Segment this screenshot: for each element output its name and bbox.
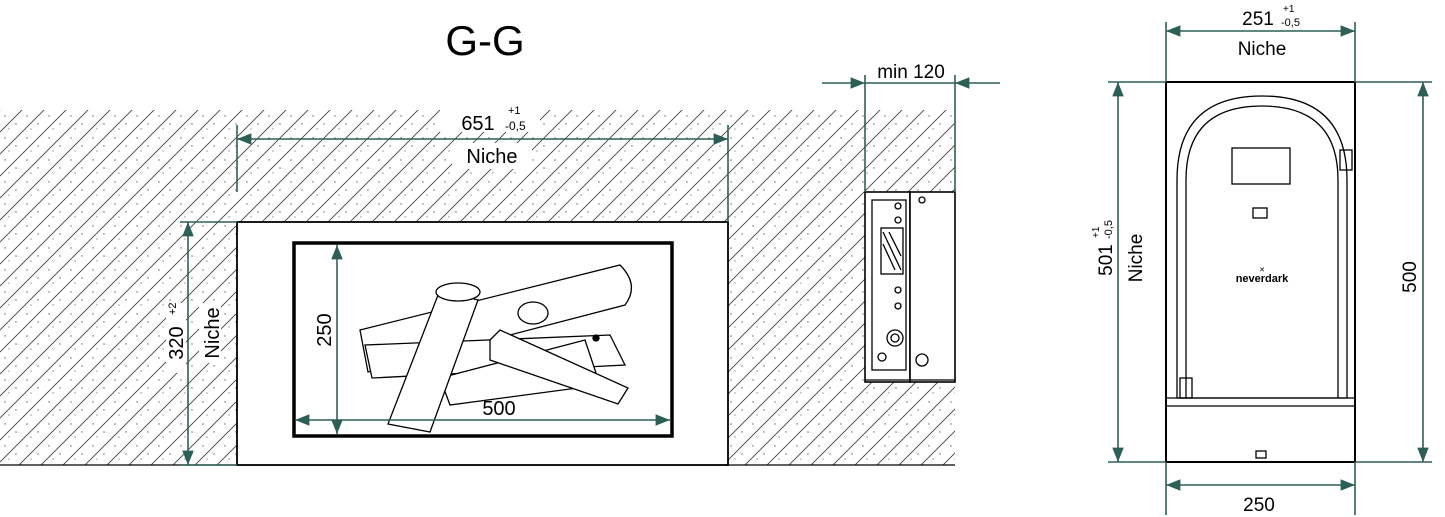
brand-logo: neverdark bbox=[1236, 273, 1289, 285]
brand-mark-icon: ✕ bbox=[1259, 267, 1265, 274]
dim-right-width-niche bbox=[1165, 22, 1356, 82]
dim-min-depth bbox=[822, 75, 1000, 192]
dim-right-height-unit bbox=[1355, 81, 1432, 463]
right-width-niche-label: Niche bbox=[1238, 39, 1287, 60]
side-view bbox=[864, 191, 956, 383]
front-height-niche-label: Niche bbox=[202, 307, 224, 358]
right-height-value: 501 bbox=[1096, 244, 1117, 276]
fireplace-front bbox=[236, 221, 729, 466]
unit-width-value: 250 bbox=[1243, 495, 1275, 516]
front-width-niche-label: Niche bbox=[466, 146, 517, 168]
front-height-value: 320 bbox=[166, 326, 188, 359]
dim-front-width bbox=[236, 125, 729, 222]
dim-front-height bbox=[180, 221, 237, 466]
inner-width-value: 500 bbox=[482, 398, 515, 420]
right-width-value: 251 bbox=[1242, 9, 1274, 30]
inner-height-value: 250 bbox=[314, 313, 336, 346]
front-width-tol-plus: +1 bbox=[508, 105, 521, 117]
unit-height-value: 500 bbox=[1400, 261, 1421, 293]
right-view bbox=[1165, 81, 1356, 463]
front-width-value: 651 bbox=[461, 113, 494, 135]
right-width-tol-plus: +1 bbox=[1283, 4, 1295, 15]
min-depth-label: min 120 bbox=[877, 62, 945, 83]
right-width-tol-minus: -0,5 bbox=[1281, 17, 1300, 29]
section-title: G-G bbox=[445, 17, 524, 64]
front-width-tol-minus: -0,5 bbox=[505, 119, 526, 133]
dim-right-width-unit bbox=[1165, 462, 1356, 515]
dim-right-height-niche bbox=[1108, 81, 1166, 463]
log-set-icon bbox=[359, 264, 632, 433]
right-height-niche-label: Niche bbox=[1126, 234, 1147, 283]
right-height-tol-plus: +1 bbox=[1091, 226, 1102, 238]
front-height-tol-plus: +2 bbox=[167, 302, 179, 315]
right-height-tol-minus: -0,5 bbox=[1103, 220, 1115, 239]
